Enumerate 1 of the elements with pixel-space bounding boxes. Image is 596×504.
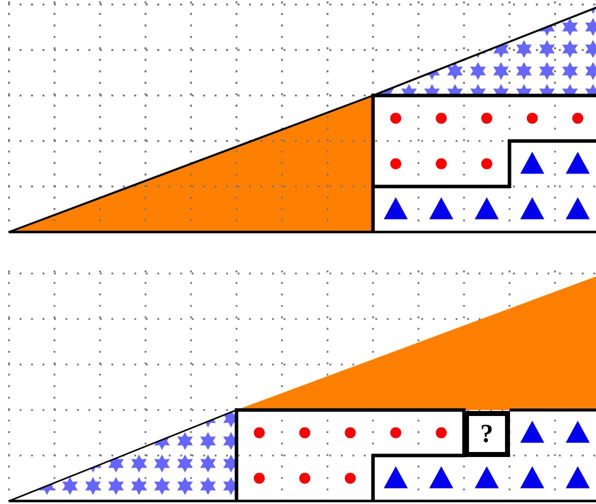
question-box: ? <box>464 411 510 456</box>
